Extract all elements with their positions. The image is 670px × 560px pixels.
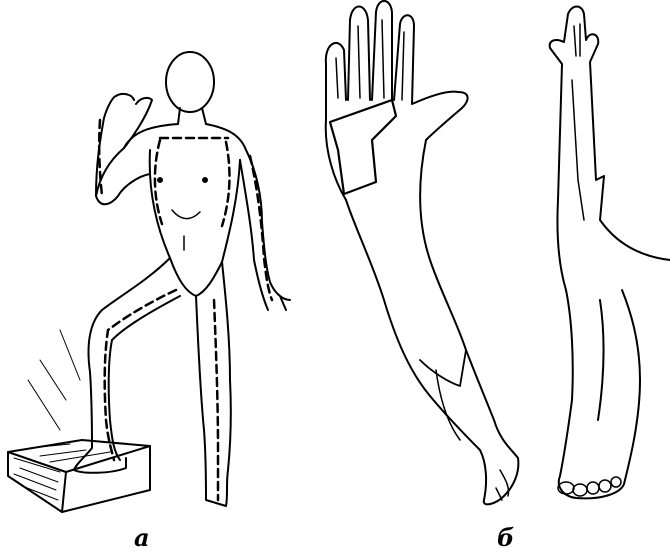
foot — [559, 290, 640, 498]
standing-leg — [196, 262, 231, 506]
head — [166, 52, 214, 112]
raised-arm — [96, 94, 152, 204]
panel-a-figure — [8, 52, 290, 512]
panel-b-caption: б — [497, 526, 514, 550]
raised-arm-b — [550, 7, 670, 291]
panel-b-figure — [326, 1, 670, 504]
panel-a-caption: а — [134, 526, 150, 550]
open-hand — [326, 1, 468, 200]
platform-block — [8, 330, 150, 512]
running-leg — [346, 140, 518, 504]
hanging-arm — [240, 150, 290, 310]
